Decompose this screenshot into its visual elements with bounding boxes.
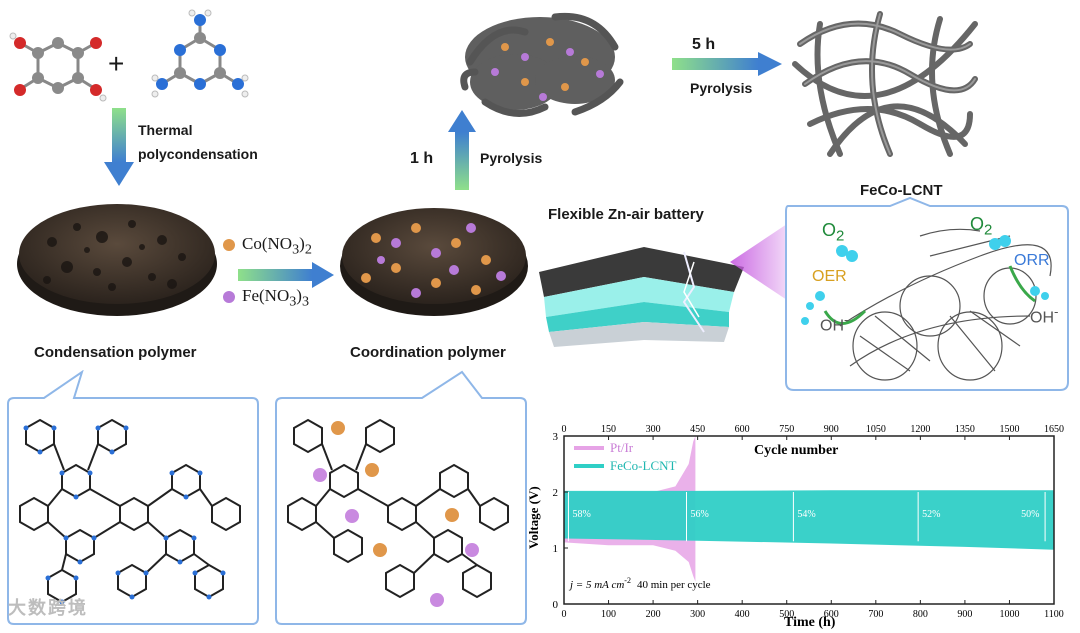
efficiency-label: 54% [797, 509, 815, 520]
top-tick-label: 0 [562, 424, 567, 435]
x-tick-label: 800 [913, 609, 928, 620]
co-nitrate-label: Co(NO3)2 [242, 234, 312, 258]
flexible-battery-illustration [539, 247, 744, 347]
battery-zoom-beam [730, 222, 790, 302]
thermal-label-line2: polycondensation [138, 146, 258, 162]
coordination-polymer-label: Coordination polymer [350, 344, 506, 361]
condensation-structure-panel [7, 370, 259, 625]
x-axis-label: Time (h) [784, 615, 836, 630]
y-tick-label: 1 [553, 543, 559, 555]
efficiency-label: 56% [691, 509, 709, 520]
mechanism-inset [785, 196, 1069, 391]
top-tick-label: 900 [824, 424, 839, 435]
x-tick-label: 900 [957, 609, 972, 620]
top-tick-label: 150 [601, 424, 616, 435]
efficiency-label: 52% [922, 509, 940, 520]
intermediate-carbon-cluster [460, 12, 624, 117]
plus-sign: + [108, 48, 125, 79]
x-tick-label: 400 [735, 609, 750, 620]
efficiency-label: 50% [1021, 509, 1039, 520]
x-tick-label: 600 [824, 609, 839, 620]
x-tick-label: 200 [646, 609, 661, 620]
thermal-label-line1: Thermal [138, 122, 193, 138]
legend-ptir: Pt/Ir [610, 440, 634, 455]
y-tick-label: 2 [553, 487, 559, 499]
oer-label: OER [812, 268, 847, 285]
chart-title: Cycle number [754, 443, 838, 458]
coordination-polymer-disc [340, 208, 528, 316]
molecule-dihydroxybenzoquinone [9, 32, 107, 102]
coordination-structure-panel [275, 370, 527, 625]
top-tick-label: 750 [779, 424, 794, 435]
oh-left-label: OH- [820, 312, 849, 335]
pyrolysis-label-1: Pyrolysis [480, 150, 543, 166]
y-tick-label: 0 [553, 599, 559, 611]
arrow-right-coordination [238, 262, 334, 288]
x-tick-label: 1100 [1044, 609, 1064, 620]
molecule-melamine [151, 9, 249, 98]
arrow-up-pyrolysis [448, 110, 476, 190]
x-tick-label: 0 [562, 609, 567, 620]
co-ball-icon [223, 239, 235, 251]
pyrolysis-label-2: Pyrolysis [690, 80, 753, 96]
fe-nitrate-label: Fe(NO3)3 [242, 286, 310, 310]
y-tick-label: 3 [553, 431, 559, 443]
top-tick-label: 1200 [910, 424, 930, 435]
plot-frame [563, 435, 1055, 605]
arrow-down-polycondensation [104, 108, 134, 186]
top-tick-label: 300 [646, 424, 661, 435]
x-tick-label: 500 [779, 609, 794, 620]
condensation-polymer-disc [17, 204, 217, 316]
watermark: 大数跨境 [8, 598, 88, 618]
o2-left-label: O2 [822, 220, 845, 245]
orr-label: ORR [1014, 252, 1050, 269]
condensation-polymer-label: Condensation polymer [34, 344, 197, 361]
fe-ball-icon [223, 291, 235, 303]
top-tick-label: 600 [735, 424, 750, 435]
pyrolysis-time-5h: 5 h [692, 36, 716, 53]
arrow-right-pyrolysis [672, 52, 782, 76]
x-tick-label: 1000 [999, 609, 1019, 620]
top-tick-label: 1500 [999, 424, 1019, 435]
feco-lcnt-label: FeCo-LCNT [860, 182, 943, 199]
battery-label: Flexible Zn-air battery [548, 206, 704, 223]
efficiency-label: 58% [572, 509, 590, 520]
pyrolysis-time-1h: 1 h [410, 150, 434, 167]
top-tick-label: 450 [690, 424, 705, 435]
top-tick-label: 1650 [1044, 424, 1064, 435]
top-tick-label: 1350 [955, 424, 975, 435]
feco-lcnt-network [792, 11, 978, 157]
x-tick-label: 700 [868, 609, 883, 620]
x-tick-label: 100 [601, 609, 616, 620]
legend-feco: FeCo-LCNT [610, 458, 677, 473]
o2-right-label: O2 [970, 214, 993, 239]
x-tick-label: 300 [690, 609, 705, 620]
oh-right-label: OH- [1030, 304, 1059, 327]
y-axis-label: Voltage (V) [526, 486, 541, 549]
top-tick-label: 1050 [866, 424, 886, 435]
